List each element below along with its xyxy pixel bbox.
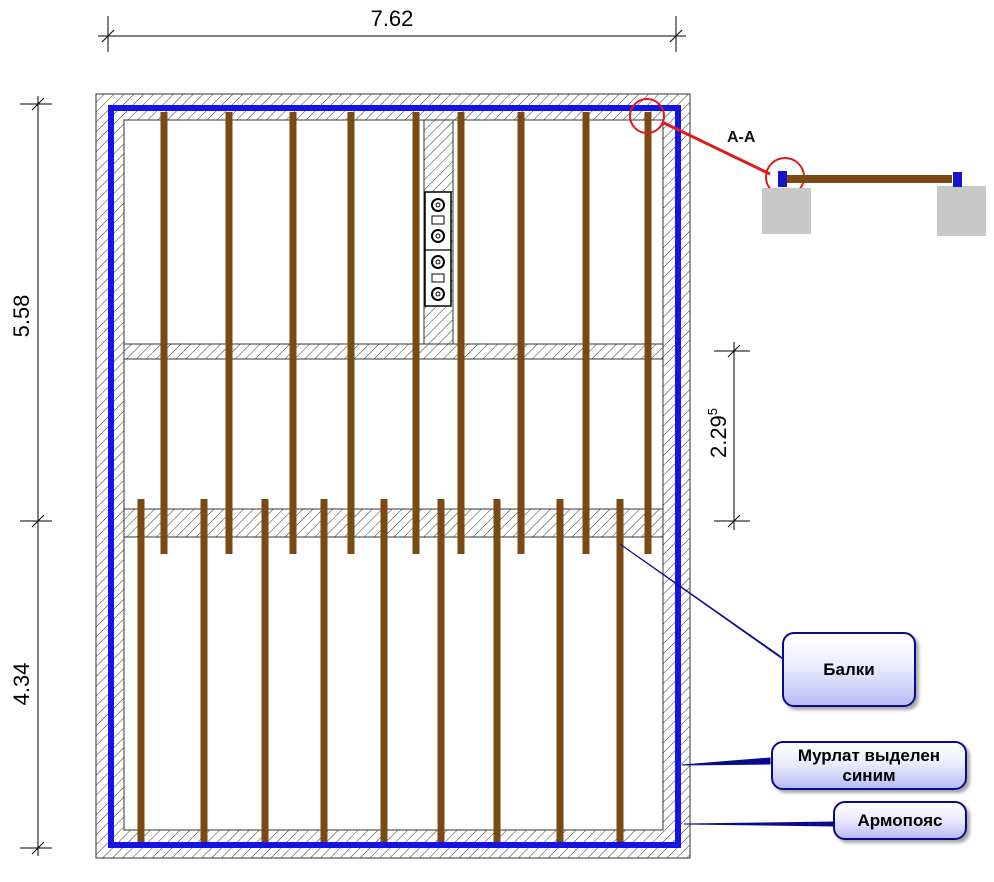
interior-wall-upper <box>123 343 664 360</box>
lower-beams <box>137 499 624 842</box>
dimension-room-span <box>714 342 750 530</box>
outer-wall <box>95 93 691 859</box>
support-block-right <box>937 186 986 236</box>
mauerlat-left <box>778 171 787 187</box>
section-beam <box>787 175 952 183</box>
callout-beams: Балки <box>782 632 916 707</box>
dimension-height-lower-label: 4.34 <box>9 663 34 706</box>
dimension-room-span-superscript: 5 <box>705 408 720 415</box>
callout-mauerlat: Мурлат выделен синим <box>771 741 967 790</box>
callout-mauerlat-text: Мурлат выделен синим <box>797 745 941 785</box>
dimension-height <box>20 96 52 856</box>
leader-lines <box>619 543 835 827</box>
dimension-width-label: 7.62 <box>371 6 414 31</box>
dimension-height-upper-label: 5.58 <box>9 295 34 338</box>
armopoyas-interior-wall <box>123 508 664 538</box>
chimney-block <box>424 191 452 307</box>
mauerlat-outline <box>108 105 681 848</box>
dimension-room-span-label: 2.295 <box>705 408 731 458</box>
dimension-width <box>98 16 686 52</box>
section-detail <box>762 171 986 236</box>
section-label: А-А <box>727 129 756 146</box>
support-block-left <box>762 188 811 234</box>
mauerlat-right <box>953 172 962 187</box>
callout-beams-text: Балки <box>823 659 875 679</box>
callout-armopoyas-text: Армопояс <box>857 810 943 830</box>
upper-beams <box>160 112 652 554</box>
callout-armopoyas: Армопояс <box>833 801 967 840</box>
